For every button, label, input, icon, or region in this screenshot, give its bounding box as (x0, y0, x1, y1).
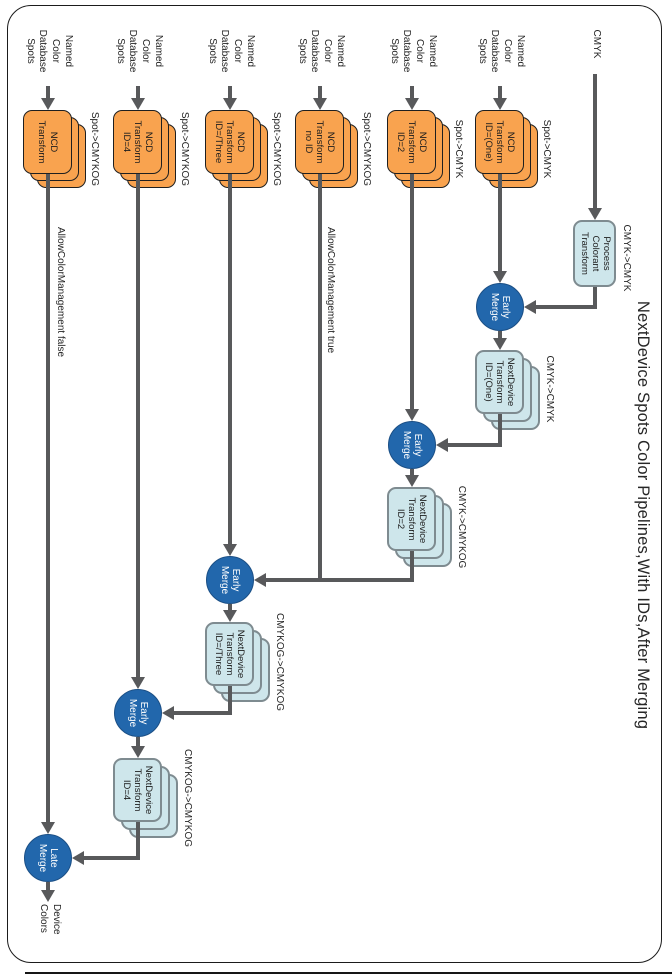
process-colorant-transform-box: Process Colorant Transform (573, 220, 616, 287)
arrow-head (493, 98, 507, 110)
arrow-head (405, 475, 419, 487)
pipeline-line (498, 331, 502, 338)
early-merge-node: Early Merge (388, 421, 436, 469)
pipeline-line (136, 822, 140, 860)
pipeline-line (498, 86, 502, 98)
arrow-head (313, 98, 327, 110)
pipeline-line (318, 174, 322, 578)
ncd-transform-stack: NCD Transform ID=(One) (475, 110, 524, 174)
ncd-transform-stack: NCD Transform ID=4 (113, 110, 162, 174)
early-merge-node: Early Merge (206, 556, 254, 604)
arrow-head (493, 271, 507, 283)
arrow-head (405, 409, 419, 421)
late-merge-node: Late Merge (24, 834, 72, 882)
arrow-head (131, 677, 145, 689)
arrow-head (254, 573, 266, 587)
arrow-head (493, 338, 507, 350)
pipeline-line (136, 86, 140, 98)
early-merge-node: Early Merge (114, 689, 162, 737)
pipeline-line (318, 86, 322, 98)
stack-caption: CMYKOG->CMYKOG (274, 612, 285, 712)
source-label-ncd-spots: Named Color Database Spots (114, 29, 164, 73)
pipeline-line (84, 856, 140, 860)
pipeline-line (228, 174, 232, 544)
page-edge-line (25, 972, 672, 974)
pipeline-line (593, 74, 597, 210)
pipeline-line (498, 174, 502, 271)
arrow-head (162, 706, 174, 720)
pipeline-line (228, 86, 232, 98)
arrow-head (223, 98, 237, 110)
nextdevice-transform-stack: NextDevice Transform ID=/Three (205, 622, 254, 686)
source-label-ncd-spots: Named Color Database Spots (206, 29, 256, 73)
ncd-transform-stack: NCD Transform ID=/Three (205, 110, 254, 174)
arrow-head (524, 300, 536, 314)
stack-caption: Spot->CMYKOG (361, 111, 372, 187)
ncd-transform-stack: NCD Transform no ID (295, 110, 344, 174)
arrow-head (405, 98, 419, 110)
line-label-acm-true: AllowColorManagement true (325, 227, 336, 354)
arrow-head (588, 208, 602, 220)
line-label-acm-false: AllowColorManagement false (55, 227, 66, 358)
diagram-border (7, 5, 662, 963)
early-merge-node: Early Merge (476, 283, 524, 331)
arrow-head (41, 98, 55, 110)
nextdevice-transform-stack: NextDevice Transform ID=2 (387, 487, 436, 551)
stack-caption: CMYK->CMYKOG (456, 485, 467, 569)
pipeline-line (46, 882, 50, 890)
pipeline-line (410, 86, 414, 98)
source-label-ncd-spots: Named Color Database Spots (24, 29, 74, 73)
source-label-ncd-spots: Named Color Database Spots (388, 29, 438, 73)
ncd-transform-stack: NCD Transform ID=2 (387, 110, 436, 174)
arrow-head (72, 851, 84, 865)
device-colors-label: Device Colors (38, 904, 62, 935)
arrow-head (223, 544, 237, 556)
source-label-ncd-spots: Named Color Database Spots (296, 29, 346, 73)
pipeline-line (448, 443, 502, 447)
source-label-cmyk: CMYK (591, 29, 602, 59)
stack-caption: Spot->CMYK (453, 119, 464, 179)
arrow-head (41, 890, 55, 902)
diagram-title: NextDevice Spots Color Pipelines,With ID… (634, 300, 652, 730)
stack-caption: CMYKOG->CMYKOG (182, 748, 193, 848)
arrow-head (131, 746, 145, 758)
stack-caption: CMYK->CMYK (544, 355, 555, 423)
ncd-transform-stack: NCD Transform (23, 110, 72, 174)
arrow-head (131, 98, 145, 110)
pipeline-line (46, 86, 50, 98)
pipeline-line (410, 174, 414, 409)
stack-caption: CMYK->CMYK (621, 224, 632, 292)
pipeline-line (536, 305, 597, 309)
nextdevice-transform-stack: NextDevice Transform ID=4 (113, 758, 162, 822)
pipeline-line (136, 174, 140, 677)
pipeline-line (136, 737, 140, 746)
nextdevice-transform-stack: NextDevice Transform ID=(One) (475, 350, 524, 414)
stack-caption: Spot->CMYK (541, 119, 552, 179)
stack-caption: Spot->CMYKOG (89, 111, 100, 187)
pipeline-line (266, 578, 414, 582)
arrow-head (41, 822, 55, 834)
arrow-head (436, 438, 448, 452)
pipeline-line (46, 174, 50, 822)
arrow-head (223, 610, 237, 622)
pipeline-line (174, 711, 232, 715)
stack-caption: Spot->CMYKOG (271, 111, 282, 187)
stack-caption: Spot->CMYKOG (179, 111, 190, 187)
source-label-ncd-spots: Named Color Database Spots (476, 29, 526, 73)
